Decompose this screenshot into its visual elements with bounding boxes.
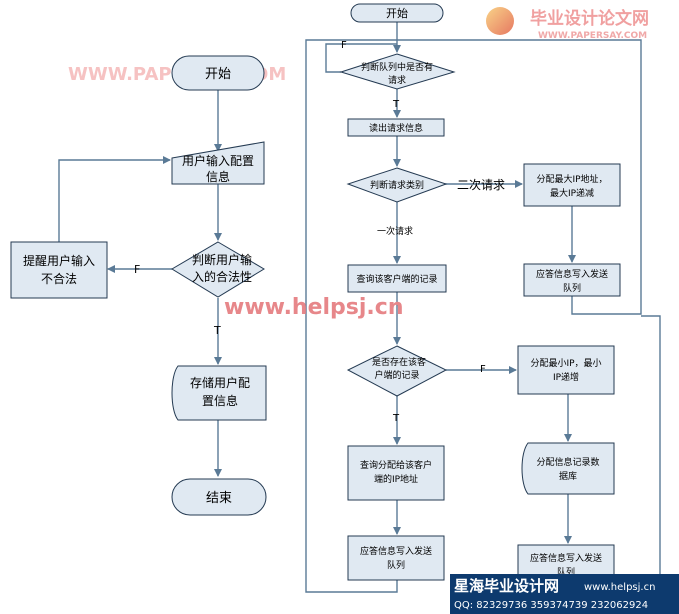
- record-database-label-1: 分配信息记录数: [536, 456, 599, 468]
- right-start-label: 开始: [386, 6, 408, 20]
- left-flow-connectors: [58, 90, 222, 477]
- left-input-node: 用户输入配置 信息: [171, 141, 265, 185]
- left-store-label-1: 存储用户配: [190, 375, 250, 390]
- left-input-label-2: 信息: [206, 169, 230, 184]
- alloc-max-ip-label-1: 分配最大IP地址，: [536, 173, 607, 185]
- watermark-top-logo: 毕业设计论文网 WWW.PAPERSAY.COM: [486, 7, 649, 41]
- query-assigned-ip-node: 查询分配给该客户 端的IP地址: [347, 445, 445, 501]
- response-queue-b-label-1: 应答信息写入发送: [360, 545, 432, 557]
- top-logo-url-text: WWW.PAPERSAY.COM: [538, 31, 647, 41]
- left-warn-label-2: 不合法: [41, 271, 77, 286]
- record-database-label-2: 据库: [559, 470, 577, 482]
- exists-true-label: T: [392, 413, 400, 424]
- left-store-label-2: 置信息: [202, 393, 238, 408]
- record-exists-node: 是否存在该客 户端的记录: [346, 345, 448, 397]
- record-exists-label-1: 是否存在该客: [372, 356, 426, 368]
- alloc-min-ip-node: 分配最小IP，最小 IP递增: [517, 345, 615, 395]
- alloc-min-ip-label-2: IP递增: [553, 371, 579, 383]
- read-request-node: 读出请求信息: [347, 118, 445, 137]
- top-logo-cn-text: 毕业设计论文网: [530, 8, 649, 29]
- queue-check-label-2: 请求: [388, 74, 406, 86]
- response-queue-a-label-1: 应答信息写入发送: [536, 268, 608, 280]
- left-end-label: 结束: [206, 491, 232, 506]
- queue-true-label: T: [392, 99, 400, 110]
- left-true-label: T: [213, 324, 221, 337]
- response-queue-c-label-1: 应答信息写入发送: [530, 552, 602, 564]
- bottom-banner-bg: [450, 574, 679, 614]
- query-assigned-ip-label-2: 端的IP地址: [374, 473, 418, 485]
- response-queue-b-node: 应答信息写入发送 队列: [347, 535, 445, 581]
- left-check-label-1: 判断用户输: [192, 252, 252, 267]
- request-type-node: 判断请求类别: [346, 167, 448, 203]
- query-client-record-node: 查询该客户端的记录: [347, 264, 447, 293]
- right-flow-connectors: [305, 22, 661, 593]
- exists-false-label: F: [480, 364, 486, 375]
- left-false-label: F: [134, 263, 140, 276]
- read-request-label: 读出请求信息: [369, 122, 423, 134]
- left-warn-label-1: 提醒用户输入: [23, 253, 95, 268]
- left-store-node: 存储用户配 置信息: [171, 365, 267, 421]
- queue-false-label: F: [341, 40, 347, 51]
- query-client-record-label: 查询该客户端的记录: [356, 273, 437, 285]
- bottom-banner-url: www.helpsj.cn: [584, 582, 655, 593]
- second-request-label: 二次请求: [457, 178, 505, 192]
- alloc-min-ip-label-1: 分配最小IP，最小: [530, 358, 601, 369]
- record-exists-label-2: 户端的记录: [374, 369, 419, 381]
- response-queue-c-node: 应答信息写入发送 队列: [517, 544, 615, 579]
- alloc-max-ip-node: 分配最大IP地址， 最大IP递减: [523, 163, 621, 207]
- alloc-max-ip-label-2: 最大IP递减: [550, 187, 594, 199]
- response-queue-a-node: 应答信息写入发送 队列: [523, 263, 621, 297]
- request-type-label: 判断请求类别: [370, 179, 424, 191]
- bottom-banner: 星海毕业设计网 www.helpsj.cn QQ: 82329736 35937…: [450, 574, 679, 614]
- query-assigned-ip-label-1: 查询分配给该客户: [360, 459, 432, 471]
- queue-check-label-1: 判断队列中是否有: [361, 61, 433, 73]
- left-start-label: 开始: [205, 67, 231, 82]
- left-check-node: 判断用户输 入的合法性: [171, 241, 265, 298]
- bottom-banner-title: 星海毕业设计网: [454, 577, 559, 595]
- left-check-label-2: 入的合法性: [192, 269, 252, 284]
- record-database-node: 分配信息记录数 据库: [521, 442, 615, 495]
- right-start-node: 开始: [350, 3, 444, 23]
- left-input-label-1: 用户输入配置: [182, 153, 254, 168]
- logo-emblem-icon: [486, 7, 514, 35]
- response-queue-b-label-2: 队列: [387, 559, 405, 571]
- queue-check-node: 判断队列中是否有 请求: [339, 53, 456, 90]
- left-warn-node: 提醒用户输入 不合法: [10, 241, 108, 299]
- response-queue-a-label-2: 队列: [563, 282, 581, 294]
- left-start-node: 开始: [171, 55, 265, 91]
- helpsj-watermark-text: www.helpsj.cn: [224, 295, 404, 320]
- first-request-label: 一次请求: [377, 225, 413, 237]
- left-end-node: 结束: [171, 478, 267, 516]
- bottom-banner-qq: QQ: 82329736 359374739 232062924: [454, 600, 648, 611]
